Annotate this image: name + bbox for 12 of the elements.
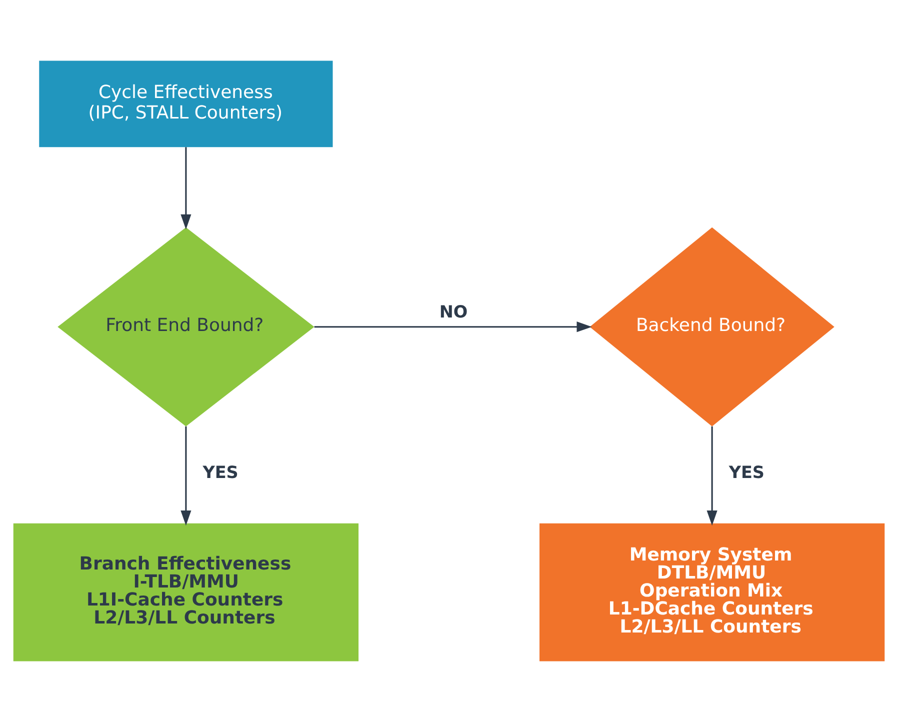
- node-diamond: Backend Bound?: [590, 226, 834, 426]
- node-diamond: Front End Bound?: [58, 226, 314, 426]
- edge-label: NO: [439, 300, 468, 321]
- edge-label: YES: [202, 462, 238, 482]
- node-box: Memory System DTLB/MMU Operation Mix L1-DCache Counters L2/L3/LL Counters: [539, 522, 885, 661]
- node-box: Branch Effectiveness I-TLB/MMU L1I-Cache Counters L2/L3/LL Counters: [13, 522, 359, 661]
- arrow: [314, 321, 592, 332]
- edge-label: YES: [728, 462, 765, 482]
- arrow: [180, 426, 192, 526]
- arrow: [180, 146, 192, 229]
- arrow: [706, 426, 718, 526]
- node-box: Cycle Effectiveness (IPC, STALL Counters): [39, 60, 333, 147]
